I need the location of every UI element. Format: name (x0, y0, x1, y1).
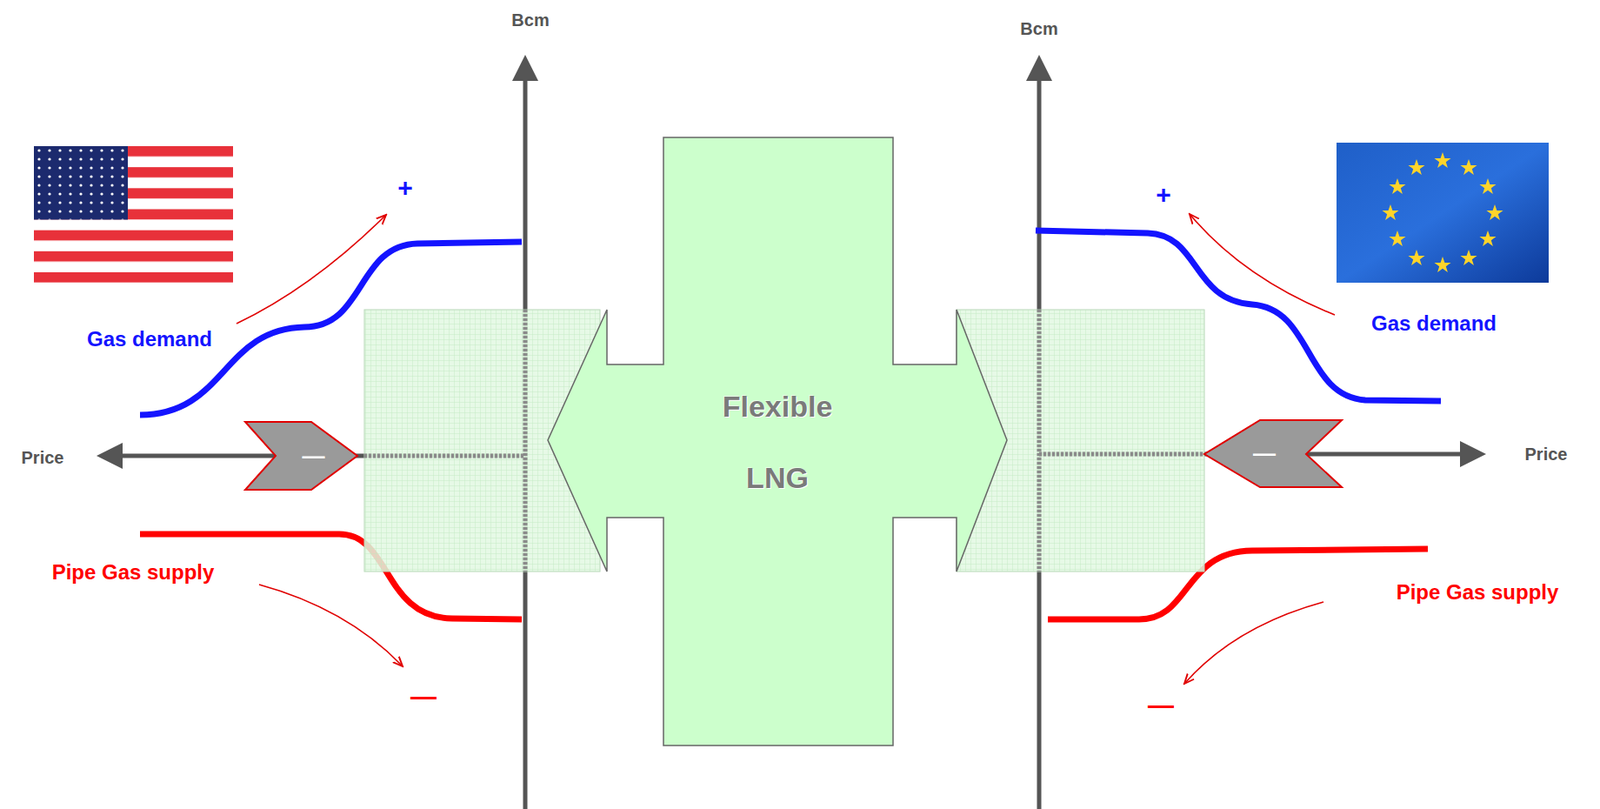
eu-star (1486, 204, 1504, 220)
lng-cross-shape (547, 137, 1007, 746)
trend-arrow (1184, 601, 1324, 684)
eu-star (1389, 178, 1407, 194)
trend-arrow (236, 214, 387, 324)
eu-star (1408, 159, 1426, 175)
eu-star (1460, 249, 1478, 266)
volume-axis (523, 67, 528, 809)
trend-arrow (259, 584, 403, 667)
axis-title: Price (1525, 444, 1568, 464)
curve-label: Gas demand (86, 327, 213, 351)
axis-title: Bcm (511, 10, 549, 30)
volume-axis-dashed (523, 309, 528, 572)
trend-arrow (1189, 213, 1335, 315)
price-axis-dashed (364, 453, 526, 459)
eu-star (1434, 256, 1452, 273)
eu-flag (1336, 142, 1549, 283)
price-chevron: — (1204, 420, 1342, 487)
eu-star (1480, 178, 1497, 194)
axis-title: Price (21, 447, 65, 467)
price-chevron-shape (1204, 420, 1342, 487)
eu-star (1408, 249, 1426, 266)
eu-star (1382, 204, 1400, 220)
lng-cross-outline (547, 137, 1007, 746)
eu-star (1460, 159, 1478, 175)
price-chevron-outline (245, 421, 358, 490)
decrease-sign: — (410, 681, 437, 711)
eu-star (1480, 230, 1497, 247)
curve-label: Pipe Gas supply (1396, 580, 1560, 604)
curve-label: Pipe Gas supply (52, 560, 215, 584)
node-text: — (302, 443, 326, 469)
lng-cross: Flexible LNG (547, 137, 1007, 746)
price-chevron-shape (245, 421, 358, 490)
volume-axis (1037, 67, 1042, 809)
increase-sign: + (397, 173, 414, 202)
node-text: Flexible LNG (703, 370, 852, 514)
node-text: — (1253, 440, 1276, 467)
eu-star (1389, 230, 1407, 247)
us-flag-stars (33, 146, 128, 220)
axis-title: Bcm (1020, 19, 1058, 39)
eu-star (1434, 152, 1452, 168)
volume-axis-dashed (1037, 309, 1042, 572)
curve-label: Gas demand (1371, 312, 1497, 335)
us-flag-canton (33, 146, 128, 220)
us-flag (33, 146, 234, 283)
price-chevron: — (245, 421, 358, 490)
price-axis-dashed (1039, 452, 1205, 457)
decrease-sign: — (1147, 690, 1174, 720)
increase-sign: + (1155, 180, 1172, 209)
